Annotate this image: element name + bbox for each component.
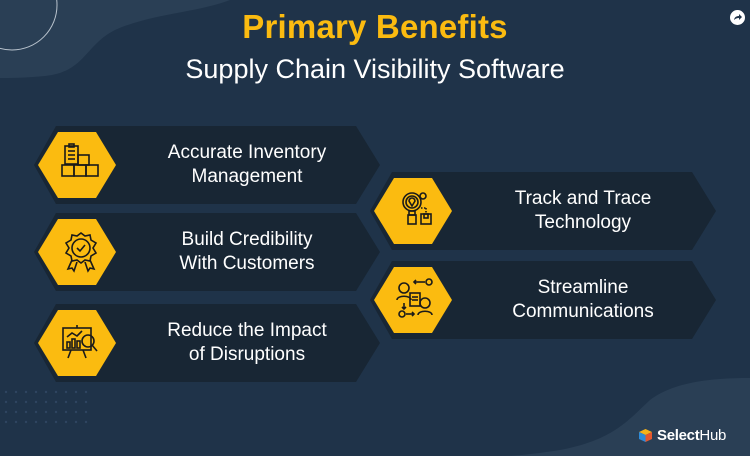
benefit-label: Reduce the Impact of Disruptions — [167, 320, 327, 365]
benefit-label: Streamline Communications — [512, 277, 654, 322]
inventory-clipboard-boxes-icon — [61, 143, 99, 177]
benefit-card-build-credibility: Build Credibility With Customers — [34, 213, 380, 291]
benefit-label: Track and Trace Technology — [514, 188, 652, 233]
benefit-card-accurate-inventory: Accurate Inventory Management — [34, 126, 380, 204]
share-arrow-icon[interactable] — [730, 10, 745, 25]
page-title: Primary Benefits — [242, 8, 508, 45]
benefit-card-track-trace: Track and Trace Technology — [370, 172, 716, 250]
award-badge-check-icon — [64, 232, 98, 273]
brand-logo: SelectHub — [638, 427, 726, 444]
brand-name: SelectHub — [657, 427, 727, 444]
benefit-card-reduce-disruptions: Reduce the Impact of Disruptions — [34, 304, 380, 382]
location-search-package-icon — [402, 192, 432, 225]
benefit-card-streamline-communications: Streamline Communications — [370, 261, 716, 339]
page-subtitle: Supply Chain Visibility Software — [185, 54, 565, 84]
presentation-analytics-magnifier-icon — [62, 325, 98, 359]
benefit-label: Build Credibility With Customers — [179, 229, 315, 274]
benefit-label: Accurate Inventory Management — [167, 142, 327, 187]
people-document-exchange-icon — [396, 278, 433, 318]
selecthub-cube-icon — [639, 429, 652, 442]
